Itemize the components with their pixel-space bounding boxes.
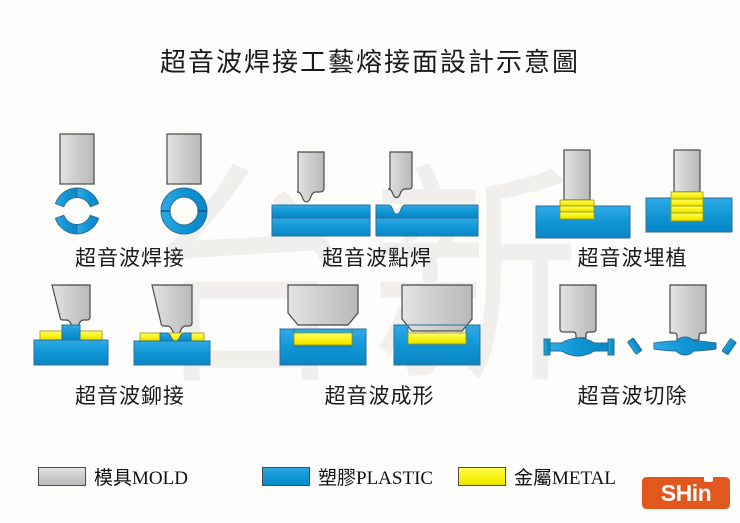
legend-swatch-mold — [38, 467, 86, 486]
legend-swatch-metal — [458, 467, 506, 486]
caption-ultrasonic-spot-welding: 超音波點焊 — [322, 246, 432, 270]
riveting-before — [33, 284, 109, 366]
process-ultrasonic-cutting: 超音波切除 — [530, 284, 737, 415]
cutting-illustration — [530, 284, 737, 375]
process-ultrasonic-insertion: 超音波埋植 — [530, 149, 735, 270]
spot-welding-after — [375, 151, 479, 237]
cutting-before — [543, 284, 615, 357]
caption-ultrasonic-welding: 超音波焊接 — [75, 246, 185, 270]
process-ultrasonic-welding: 超音波焊接 — [20, 130, 240, 270]
legend-label-metal: 金屬METAL — [514, 468, 616, 489]
legend-item-metal: 金屬METAL — [458, 463, 616, 490]
process-ultrasonic-forming: 超音波成形 — [272, 284, 487, 415]
caption-ultrasonic-cutting: 超音波切除 — [577, 384, 688, 408]
legend-label-plastic: 塑膠PLASTIC — [318, 468, 434, 489]
process-ultrasonic-spot-welding: 超音波點焊 — [271, 150, 482, 270]
welding-after — [160, 133, 208, 235]
legend-swatch-plastic — [262, 467, 310, 486]
forming-illustration — [272, 284, 487, 375]
caption-ultrasonic-insertion: 超音波埋植 — [577, 246, 688, 270]
legend-item-mold: 模具MOLD — [38, 463, 188, 490]
shin-logo-text: SHin — [661, 480, 711, 506]
welding-before — [54, 133, 100, 235]
insertion-after — [645, 149, 733, 233]
spot-welding-illustration — [271, 150, 482, 240]
forming-after — [393, 284, 481, 366]
spot-welding-before — [271, 151, 371, 237]
insertion-before — [535, 149, 631, 239]
legend-label-mold: 模具MOLD — [94, 468, 188, 489]
caption-ultrasonic-riveting: 超音波鉚接 — [75, 384, 185, 408]
riveting-after — [133, 284, 211, 366]
riveting-illustration — [20, 284, 240, 375]
legend: 模具MOLD 塑膠PLASTIC 金屬METAL — [0, 457, 740, 497]
shin-logo: SHin — [642, 471, 730, 511]
caption-ultrasonic-forming: 超音波成形 — [324, 384, 435, 408]
legend-item-plastic: 塑膠PLASTIC — [262, 463, 433, 490]
insertion-illustration — [530, 149, 735, 240]
forming-before — [279, 284, 367, 366]
page-title: 超音波焊接工藝熔接面設計示意圖 — [159, 48, 580, 77]
welding-illustration — [20, 130, 240, 240]
process-ultrasonic-riveting: 超音波鉚接 — [20, 284, 240, 415]
cutting-after — [627, 284, 737, 356]
